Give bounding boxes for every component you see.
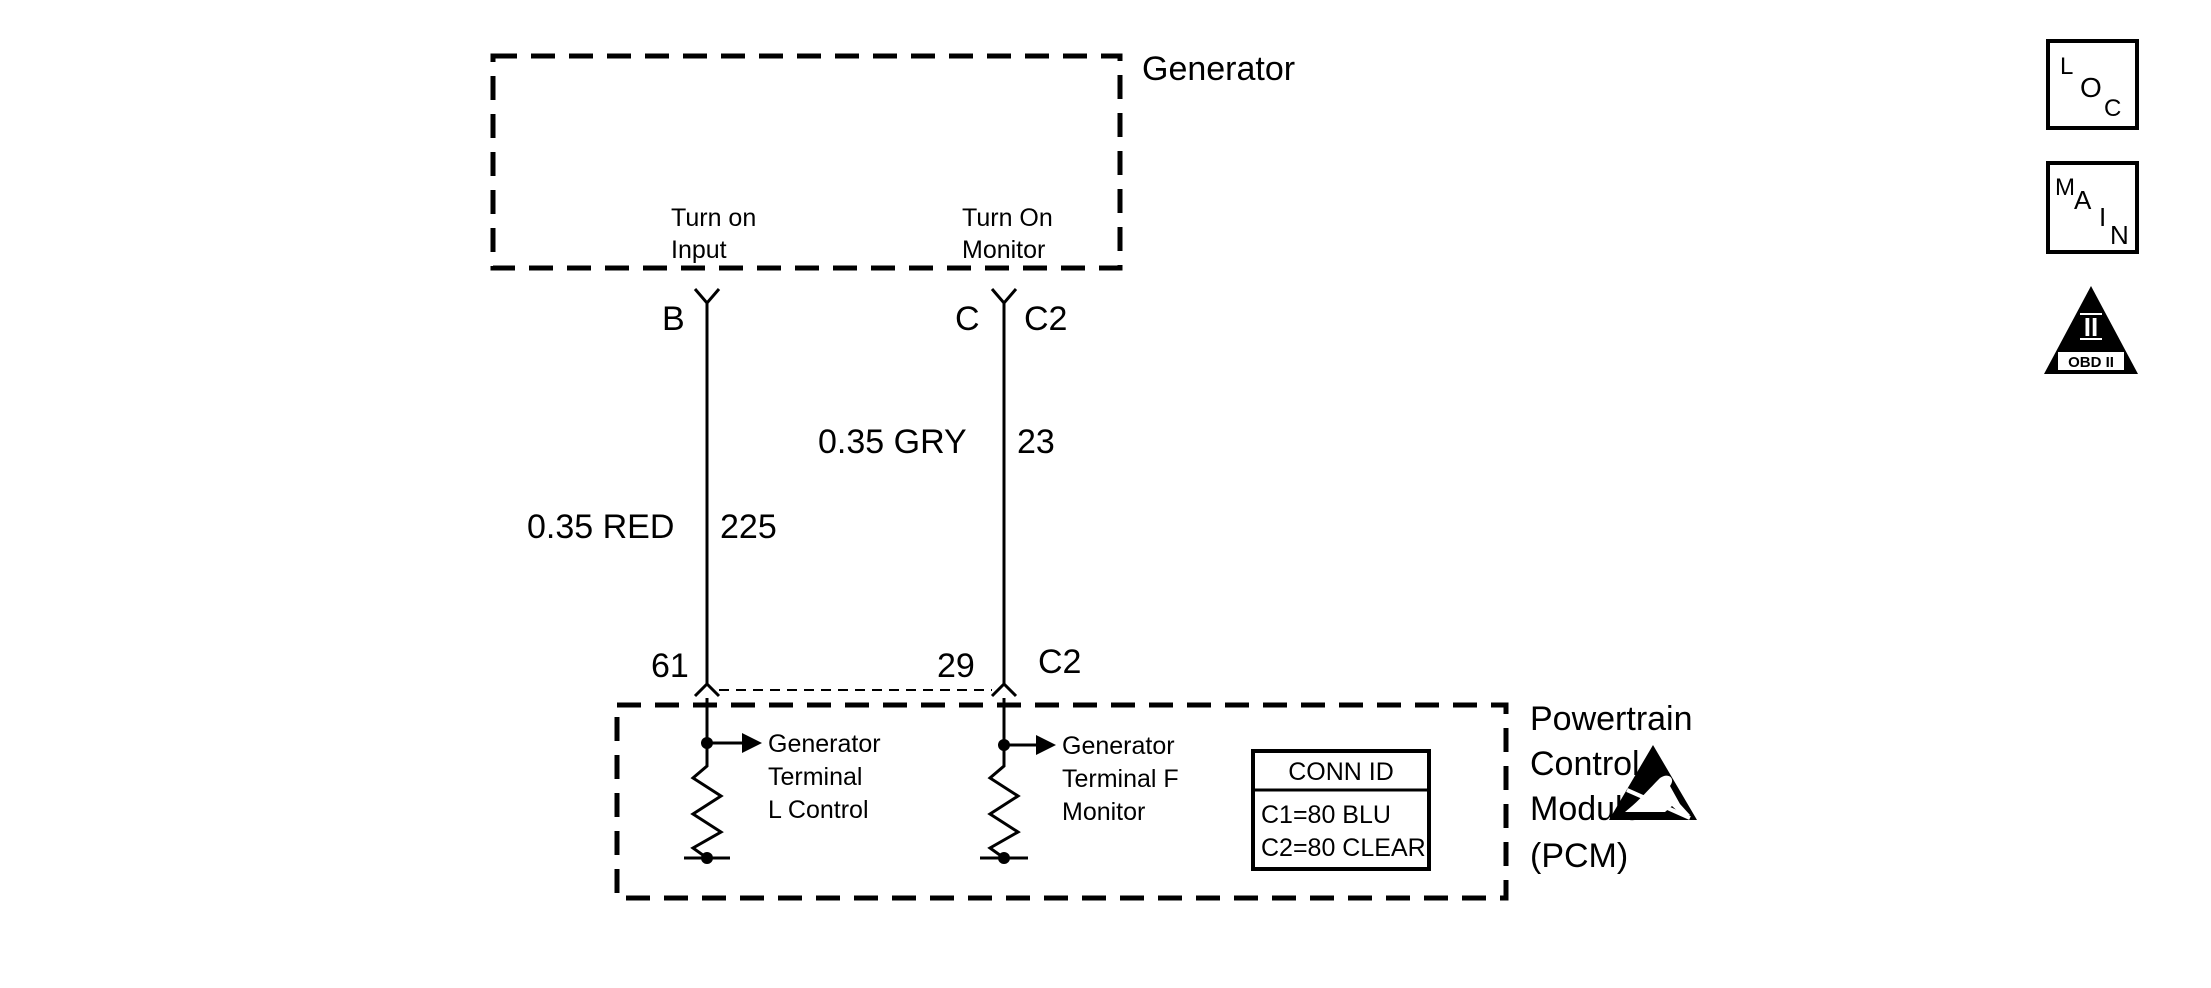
pcm-title-2: Control (1530, 745, 1640, 783)
left-resistor-label-2: Terminal (768, 763, 862, 791)
main-letter-n: N (2110, 220, 2129, 250)
pin-29-label: 29 (937, 647, 975, 685)
main-letter-m: M (2055, 174, 2075, 201)
pcm-title-4: (PCM) (1530, 837, 1628, 875)
loc-letter-c: C (2104, 95, 2121, 122)
right-arrow-icon (1036, 735, 1056, 755)
obd-numeral: II (2084, 312, 2098, 342)
generator-title: Generator (1142, 50, 1295, 88)
terminal-b-label: B (662, 300, 685, 338)
right-resistor-zigzag (987, 745, 1021, 860)
connector-b-icon (693, 288, 721, 306)
wire-23-circuit: 23 (1017, 423, 1055, 461)
main-letter-a: A (2074, 185, 2092, 215)
loc-icon[interactable]: L O C (2046, 39, 2139, 130)
left-resistor-label-3: L Control (768, 796, 869, 824)
left-resistor-label-1: Generator (768, 730, 881, 758)
right-resistor-label-1: Generator (1062, 732, 1175, 760)
right-resistor: Generator Terminal F Monitor (980, 698, 1179, 864)
obd-label: OBD II (2068, 354, 2114, 371)
pin-61-icon (693, 681, 721, 698)
right-resistor-label-3: Monitor (1062, 798, 1145, 826)
top-connector-c2-label: C2 (1024, 300, 1067, 338)
turn-on-input-label-2: Input (671, 236, 727, 264)
left-resistor: Generator Terminal L Control (684, 698, 881, 864)
connector-c-icon (990, 288, 1018, 306)
generator-component: Generator Turn on Input Turn On Monitor (490, 50, 1295, 271)
turn-on-monitor-label-1: Turn On (962, 204, 1053, 232)
pcm-title-1: Powertrain (1530, 700, 1693, 738)
pin-61-label: 61 (651, 647, 689, 685)
pcm-component: Powertrain Control Module (PCM) Generato… (614, 698, 1693, 901)
conn-id-header: CONN ID (1288, 758, 1394, 786)
wire-225-circuit: 225 (720, 508, 777, 546)
turn-on-monitor-label-2: Monitor (962, 236, 1045, 264)
main-icon[interactable]: M A I N (2046, 161, 2139, 254)
turn-on-input-label-1: Turn on (671, 204, 756, 232)
conn-id-c1: C1=80 BLU (1261, 801, 1391, 829)
terminal-c-label: C (955, 300, 980, 338)
bottom-connector-c2-label: C2 (1038, 643, 1081, 681)
left-resistor-zigzag (690, 743, 724, 861)
pcm-outline (614, 702, 1509, 901)
main-letter-i: I (2099, 202, 2106, 232)
wire-23-gauge-color: 0.35 GRY (818, 423, 967, 461)
generator-outline (490, 53, 1123, 271)
obd-ii-icon[interactable]: II OBD II (2044, 286, 2138, 374)
loc-letter-l: L (2060, 53, 2073, 80)
esd-warning-icon (1609, 745, 1697, 820)
conn-id-c2: C2=80 CLEAR (1261, 834, 1426, 862)
conn-id-table: CONN ID C1=80 BLU C2=80 CLEAR (1251, 749, 1431, 871)
left-arrow-icon (742, 733, 762, 753)
wire-225-gauge-color: 0.35 RED (527, 508, 674, 546)
pin-29-icon (990, 681, 1018, 698)
wire-23: C C2 0.35 GRY 23 29 C2 (818, 288, 1081, 698)
loc-letter-o: O (2080, 72, 2102, 103)
wire-225: B 0.35 RED 225 61 (527, 288, 777, 698)
right-resistor-label-2: Terminal F (1062, 765, 1179, 793)
